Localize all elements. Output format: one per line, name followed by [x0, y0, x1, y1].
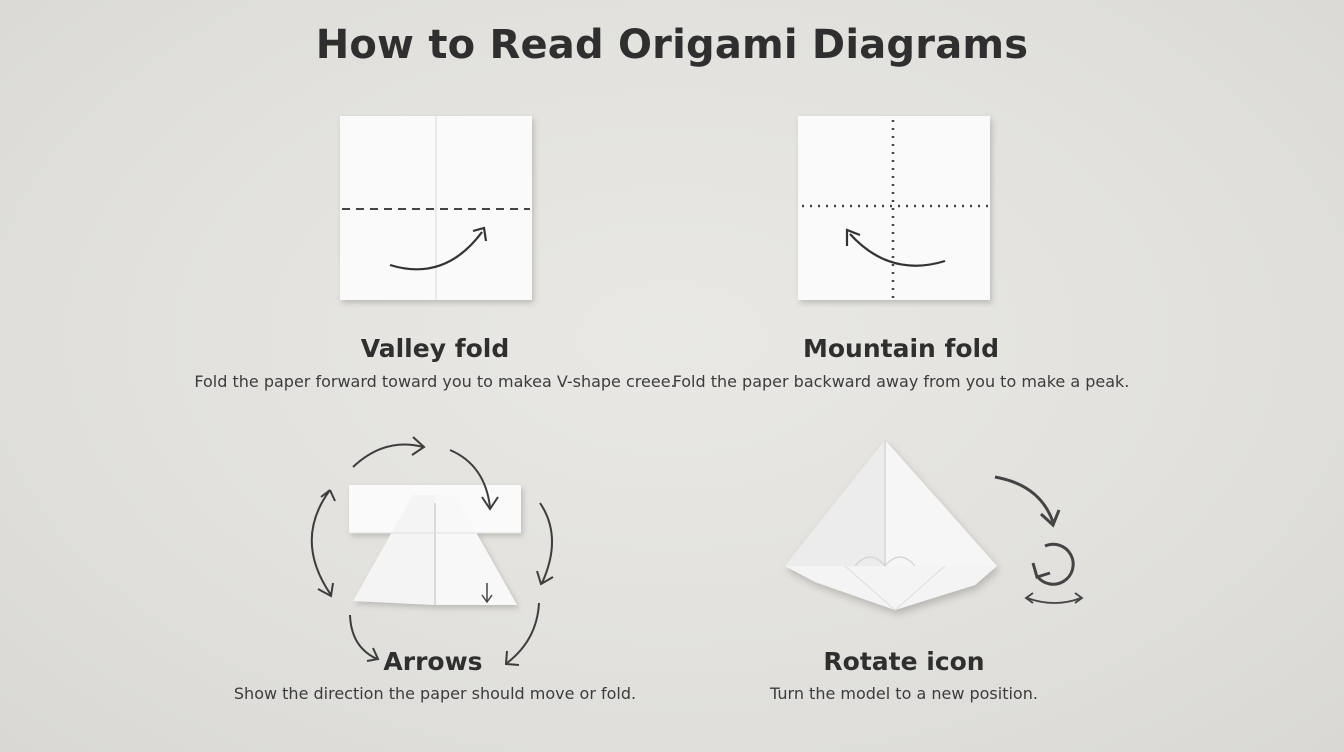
page-title: How to Read Origami Diagrams [315, 22, 1029, 68]
curved-arrow-icon [994, 475, 1061, 528]
rotate-icon [1024, 542, 1084, 604]
arrows-illustration [310, 436, 554, 666]
arrows-label: Arrows [383, 647, 483, 676]
curved-arrow-icon [310, 436, 554, 666]
rotate-icon-label: Rotate icon [823, 647, 985, 676]
valley-fold-illustration [340, 116, 532, 300]
mountain-fold-label: Mountain fold [802, 334, 1000, 363]
mountain-fold-description: Fold the paper backward away from you to… [672, 372, 1130, 391]
mountain-fold-illustration [798, 116, 990, 300]
rotate-illustration [785, 440, 1084, 611]
rotate-icon-description: Turn the model to a new position. [770, 684, 1038, 703]
arrows-description: Show the direction the paper should move… [233, 684, 637, 703]
valley-fold-description: Fold the paper forward toward you to mak… [194, 372, 676, 391]
valley-fold-label: Valley fold [360, 334, 510, 363]
curved-arrow-icon [849, 233, 946, 267]
curved-arrow-icon [389, 231, 483, 271]
